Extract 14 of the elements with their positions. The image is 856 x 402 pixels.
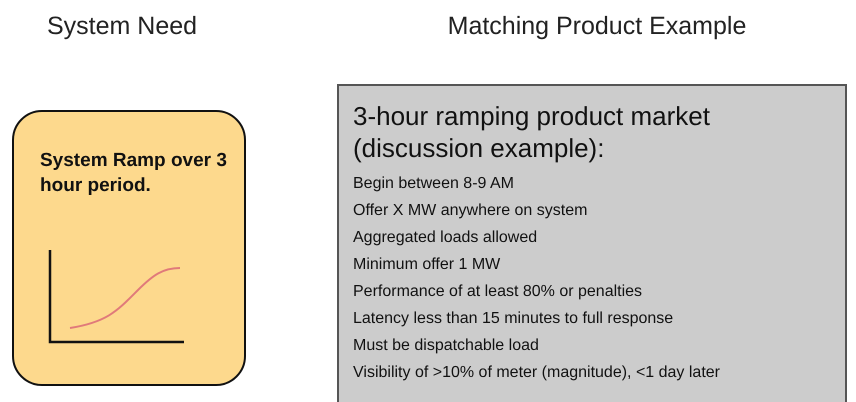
requirement-text: Aggregated loads allowed (353, 228, 538, 248)
column-heading: Matching Product Example (448, 12, 746, 41)
description-box (337, 84, 847, 402)
requirement-text: Offer X MW anywhere on system (353, 201, 588, 221)
requirement-text: Begin between 8-9 AM (353, 174, 514, 194)
column-heading: System Need (46, 12, 198, 41)
requirement-text: Minimum offer 1 MW (353, 255, 500, 275)
requirement-text: Latency less than 15 minutes to full response (353, 309, 674, 329)
requirement-text: Must be dispatchable load (353, 336, 539, 356)
requirement-text: Visibility of >10% of meter (magnitude), <1 day later (353, 363, 720, 383)
rounded-box (12, 110, 246, 386)
box-text: System Ramp over 3 hour period. (40, 149, 228, 198)
box-heading: 3-hour ramping product market (discussion example): (353, 100, 711, 164)
requirement-text: Performance of at least 80% or penalties (353, 282, 642, 302)
